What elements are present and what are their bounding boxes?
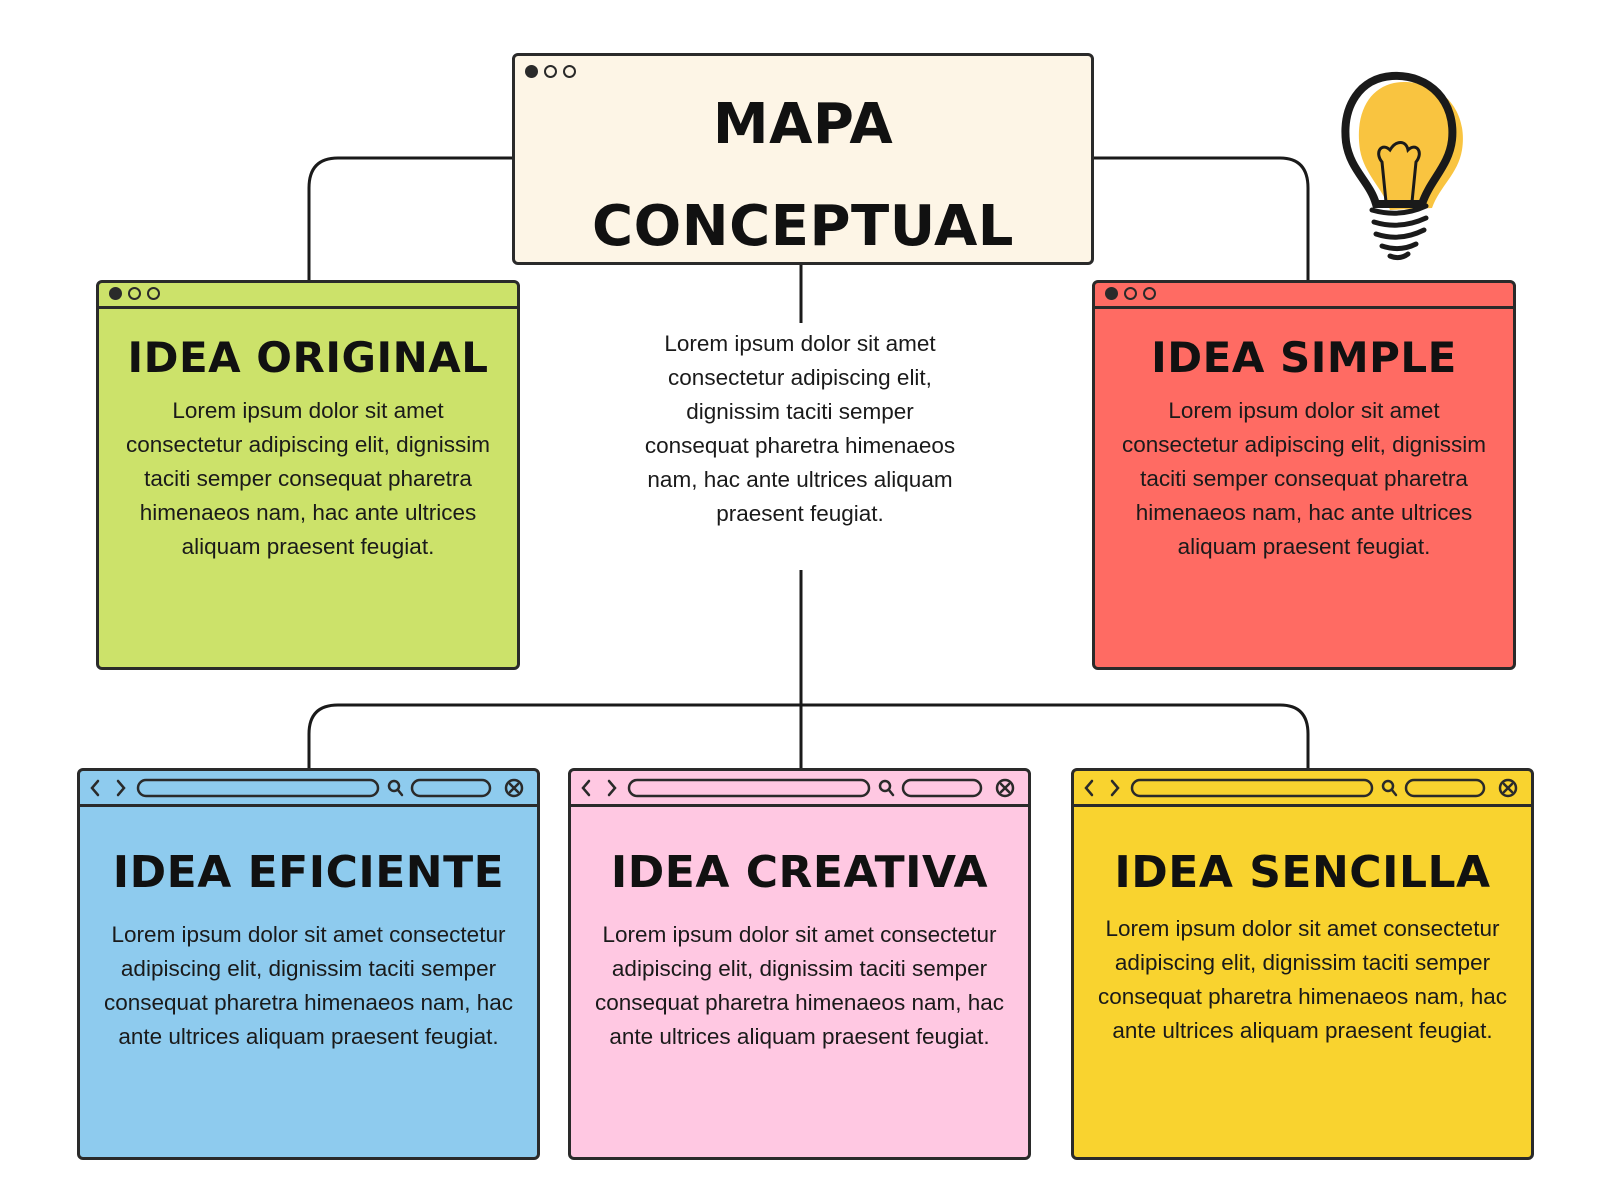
browser-toolbar (1074, 771, 1531, 807)
close-icon (995, 778, 1015, 798)
back-icon (90, 779, 100, 797)
back-icon (1084, 779, 1094, 797)
back-icon (581, 779, 591, 797)
forward-icon (1110, 779, 1120, 797)
idea-creativa-box: IDEA CREATIVA Lorem ipsum dolor sit amet… (568, 768, 1031, 1160)
idea-eficiente-title: IDEA EFICIENTE (112, 847, 505, 898)
idea-sencilla-title: IDEA SENCILLA (1114, 847, 1491, 898)
idea-sencilla-box: IDEA SENCILLA Lorem ipsum dolor sit amet… (1071, 768, 1534, 1160)
connector-main-to-original (307, 156, 512, 280)
connector-main-to-simple (1094, 156, 1310, 280)
idea-creativa-text: Lorem ipsum dolor sit amet consectetur a… (594, 922, 1004, 1049)
window-dot-icon (1124, 287, 1137, 300)
window-dot-icon (563, 65, 576, 78)
window-titlebar (1095, 283, 1513, 309)
idea-eficiente-box: IDEA EFICIENTE Lorem ipsum dolor sit ame… (77, 768, 540, 1160)
search-icon (387, 779, 404, 797)
browser-toolbar (80, 771, 537, 807)
window-dot-icon (147, 287, 160, 300)
search-field-icon (410, 778, 492, 798)
idea-creativa-title: IDEA CREATIVA (610, 847, 989, 898)
search-icon (1381, 779, 1398, 797)
idea-original-text: Lorem ipsum dolor sit amet consectetur a… (126, 398, 490, 559)
main-title-line2: CONCEPTUAL (592, 194, 1014, 259)
search-icon (878, 779, 895, 797)
connector-bottom-bus (307, 703, 1310, 768)
center-description: Lorem ipsum dolor sit amet consectetur a… (644, 331, 956, 526)
idea-sencilla-text: Lorem ipsum dolor sit amet consectetur a… (1097, 916, 1507, 1043)
forward-icon (116, 779, 126, 797)
idea-original-title: IDEA ORIGINAL (127, 333, 489, 382)
window-dot-icon (128, 287, 141, 300)
window-dot-icon (1105, 287, 1118, 300)
window-dots (1105, 287, 1156, 300)
browser-toolbar-icons (581, 778, 1015, 798)
search-field-icon (901, 778, 983, 798)
window-dot-icon (109, 287, 122, 300)
address-bar-icon (136, 778, 380, 798)
search-field-icon (1404, 778, 1486, 798)
browser-toolbar (571, 771, 1028, 807)
idea-simple-text: Lorem ipsum dolor sit amet consectetur a… (1122, 398, 1486, 559)
idea-simple-title: IDEA SIMPLE (1151, 333, 1457, 382)
main-title-line1: MAPA (712, 92, 894, 157)
window-dots (525, 65, 576, 78)
idea-eficiente-text: Lorem ipsum dolor sit amet consectetur a… (103, 922, 513, 1049)
window-titlebar (99, 283, 517, 309)
window-dot-icon (544, 65, 557, 78)
close-icon (504, 778, 524, 798)
browser-toolbar-icons (1084, 778, 1518, 798)
main-title-box: MAPA CONCEPTUAL (512, 53, 1094, 265)
lightbulb-icon (1341, 71, 1463, 261)
window-dots (109, 287, 160, 300)
close-icon (1498, 778, 1518, 798)
browser-toolbar-icons (90, 778, 524, 798)
address-bar-icon (1130, 778, 1374, 798)
idea-original-box: IDEA ORIGINAL Lorem ipsum dolor sit amet… (96, 280, 520, 670)
window-dot-icon (1143, 287, 1156, 300)
address-bar-icon (627, 778, 871, 798)
idea-simple-box: IDEA SIMPLE Lorem ipsum dolor sit amet c… (1092, 280, 1516, 670)
forward-icon (607, 779, 617, 797)
window-dot-icon (525, 65, 538, 78)
